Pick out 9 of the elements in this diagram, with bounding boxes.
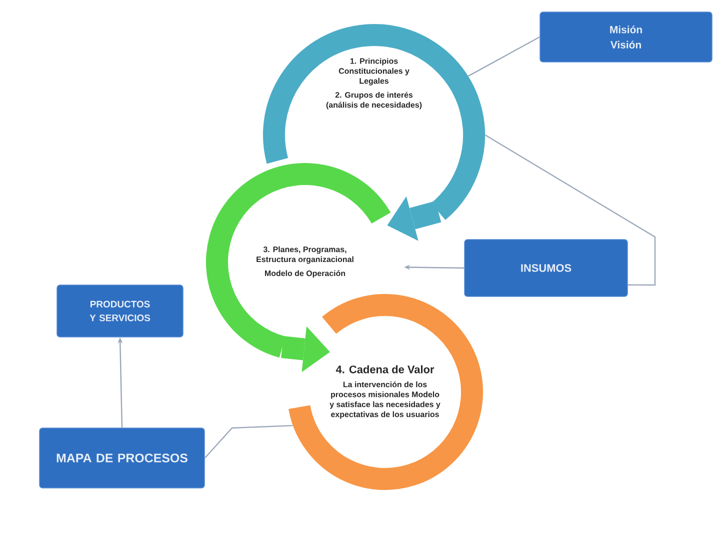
connector-line [468, 36, 540, 77]
arrow [387, 196, 442, 241]
connector-line [204, 424, 293, 458]
info-box: MAPA DE PROCESOS [39, 428, 205, 488]
info-box: PRODUCTOS Y SERVICIOS [56, 284, 184, 338]
info-box: INSUMOS [464, 239, 628, 297]
connector-line [484, 134, 656, 286]
arrow [281, 326, 330, 372]
info-box: Misión Visión [540, 12, 712, 62]
